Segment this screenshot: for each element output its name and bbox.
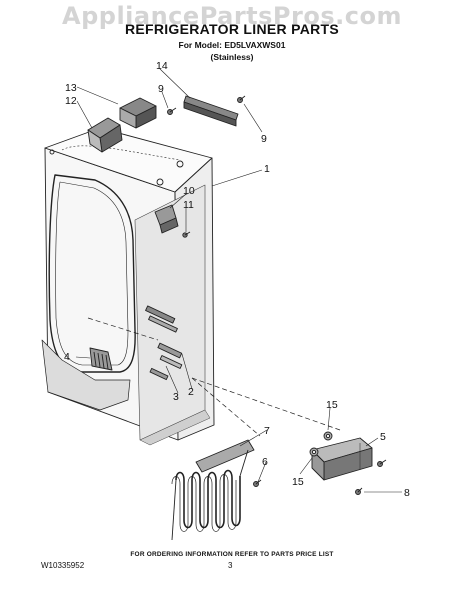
callout-9a: 9 [158,83,164,95]
model-variant: (Stainless) [210,52,254,62]
part-5-housing [311,437,373,481]
document-number: W10335952 [41,561,85,570]
callout-11: 11 [183,199,194,211]
callout-leaders [75,68,402,493]
callout-8: 8 [404,487,410,499]
callout-15b: 15 [292,476,304,488]
callout-6: 6 [262,456,268,468]
callout-7: 7 [264,425,270,437]
callout-9b: 9 [261,133,267,145]
callout-13: 13 [65,82,77,94]
screw-8 [355,459,387,495]
ordering-note: FOR ORDERING INFORMATION REFER TO PARTS … [130,551,334,558]
part-4-grille [89,347,113,371]
part-7-heater [171,439,255,541]
callout-1: 1 [264,163,270,175]
callout-3: 3 [173,391,179,403]
callout-15a: 15 [326,399,338,411]
callout-2: 2 [188,386,194,398]
page-title: REFRIGERATOR LINER PARTS [124,21,340,37]
screw-9 [167,95,246,115]
callout-14: 14 [156,60,168,72]
leader-lines [87,317,341,437]
part-14-bracket [183,95,239,127]
nut-15 [309,431,333,457]
page-number: 3 [228,561,233,570]
liner-body [41,127,215,446]
screw-6 [253,479,262,487]
callout-12: 12 [65,95,77,107]
callout-5: 5 [380,431,386,443]
callout-4: 4 [64,351,70,363]
part-12-13-assembly [87,97,157,153]
part-10-11-bracket [154,204,191,238]
callout-10: 10 [183,185,195,197]
model-number: For Model: ED5LVAXWS01 [178,40,286,50]
watermark: AppliancePartsPros.com [62,2,402,30]
